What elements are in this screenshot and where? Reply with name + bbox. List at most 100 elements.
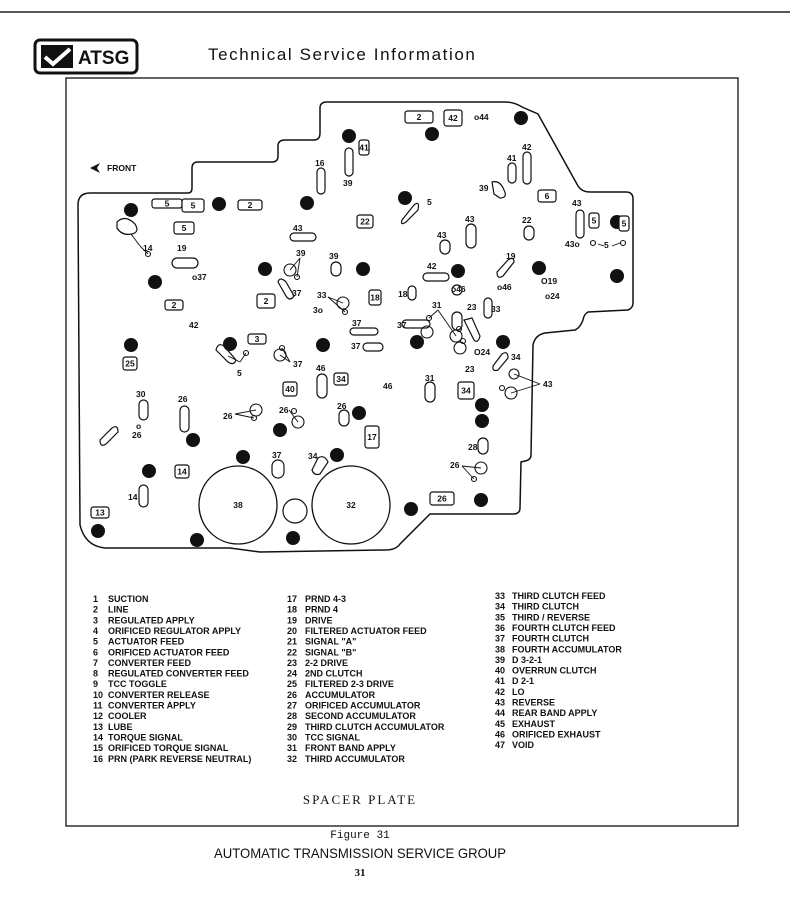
boxed-label: 40 xyxy=(282,381,298,397)
boxed-label: 14 xyxy=(174,464,190,479)
passage-slot xyxy=(401,319,431,329)
passage-shape xyxy=(492,352,509,372)
legend-text: THIRD CLUTCH FEED xyxy=(512,591,606,601)
boxed-label-text: 18 xyxy=(370,293,380,303)
legend-text: ORIFICED EXHAUST xyxy=(512,729,601,739)
legend-text: COOLER xyxy=(108,711,147,721)
passage-label: o46 xyxy=(497,282,512,292)
orifice xyxy=(589,239,597,247)
legend-number: 5 xyxy=(93,637,98,647)
legend-text: D 3-2-1 xyxy=(512,655,542,665)
passage-label: 18 xyxy=(398,289,408,299)
legend-text: FILTERED 2-3 DRIVE xyxy=(305,679,394,689)
leader-line xyxy=(227,355,241,363)
legend-text: SIGNAL "B" xyxy=(305,647,356,657)
legend-number: 30 xyxy=(287,732,297,742)
passage-label: 26 xyxy=(132,430,142,440)
legend-text: CONVERTER FEED xyxy=(108,658,192,668)
passage-label: o44 xyxy=(474,112,489,122)
passage-label: 34 xyxy=(511,352,521,362)
logo-text: ATSG xyxy=(78,48,129,69)
passage-slot xyxy=(179,405,190,433)
legend-number: 26 xyxy=(287,690,297,700)
passage-slot xyxy=(349,327,379,336)
legend-text: ORIFICED ACTUATOR FEED xyxy=(108,647,230,657)
boxed-label: 2 xyxy=(404,110,434,124)
boxed-label: 2 xyxy=(256,293,276,309)
passage-label: 14 xyxy=(128,492,138,502)
boxed-label: 34 xyxy=(333,372,349,386)
legend-number: 28 xyxy=(287,711,297,721)
bolt-hole xyxy=(148,275,162,289)
legend-text: PRND 4-3 xyxy=(305,594,346,604)
passage-slot xyxy=(271,459,285,479)
boxed-label-text: 2 xyxy=(264,296,269,306)
leader-line xyxy=(281,347,291,363)
legend-text: PRN (PARK REVERSE NEUTRAL) xyxy=(108,754,251,764)
leader-line xyxy=(296,257,301,278)
legend-text: FOURTH CLUTCH xyxy=(512,634,589,644)
legend-text: FRONT BAND APPLY xyxy=(305,743,396,753)
boxed-label: 13 xyxy=(90,506,110,519)
passage-shape xyxy=(496,257,515,278)
passage-label: 37 xyxy=(292,288,302,298)
legend-number: 2 xyxy=(93,605,98,615)
legend-text: REVERSE xyxy=(512,698,555,708)
legend-text: CONVERTER APPLY xyxy=(108,701,196,711)
passage-label: 41 xyxy=(507,153,517,163)
passage-label: o46 xyxy=(451,284,466,294)
passage-slot xyxy=(575,209,585,239)
legend-text: ORIFICED ACCUMULATOR xyxy=(305,701,421,711)
passage-slot xyxy=(507,162,517,184)
passage-label: 5 xyxy=(604,240,609,250)
legend-number: 16 xyxy=(93,754,103,764)
legend-text: THIRD / REVERSE xyxy=(512,612,590,622)
legend-text: TCC TOGGLE xyxy=(108,679,167,689)
boxed-label: 2 xyxy=(164,299,184,311)
passage-label: 43o xyxy=(565,239,580,249)
passage-label: 46 xyxy=(316,363,326,373)
orifice xyxy=(283,263,297,277)
boxed-label-text: 40 xyxy=(285,384,295,394)
boxed-label-text: 41 xyxy=(359,143,369,153)
legend-text: TORQUE SIGNAL xyxy=(108,732,183,742)
legend-number: 33 xyxy=(495,591,505,601)
legend-number: 9 xyxy=(93,679,98,689)
boxed-label-text: 5 xyxy=(622,219,627,229)
boxed-label-text: 34 xyxy=(336,374,346,384)
orifice xyxy=(336,296,350,310)
legend-text: REGULATED CONVERTER FEED xyxy=(108,669,249,679)
passage-label: 33 xyxy=(317,290,327,300)
arrow-left-icon xyxy=(90,163,100,173)
legend-number: 13 xyxy=(93,722,103,732)
legend-text: 2ND CLUTCH xyxy=(305,669,363,679)
bolt-hole xyxy=(223,337,237,351)
bolt-hole xyxy=(190,533,204,547)
legend-text: ORIFICED REGULATOR APPLY xyxy=(108,626,241,636)
accumulator-bore-32 xyxy=(311,465,391,545)
passage-label: 26 xyxy=(223,411,233,421)
legend-text: THIRD CLUTCH xyxy=(512,602,579,612)
passage-shape xyxy=(463,317,481,342)
boxed-label: 34 xyxy=(457,381,475,400)
boxed-label-text: 5 xyxy=(592,216,597,226)
bolt-hole xyxy=(124,338,138,352)
boxed-label-text: 2 xyxy=(172,300,177,310)
passage-label: 43 xyxy=(572,198,582,208)
bolt-hole xyxy=(91,524,105,538)
